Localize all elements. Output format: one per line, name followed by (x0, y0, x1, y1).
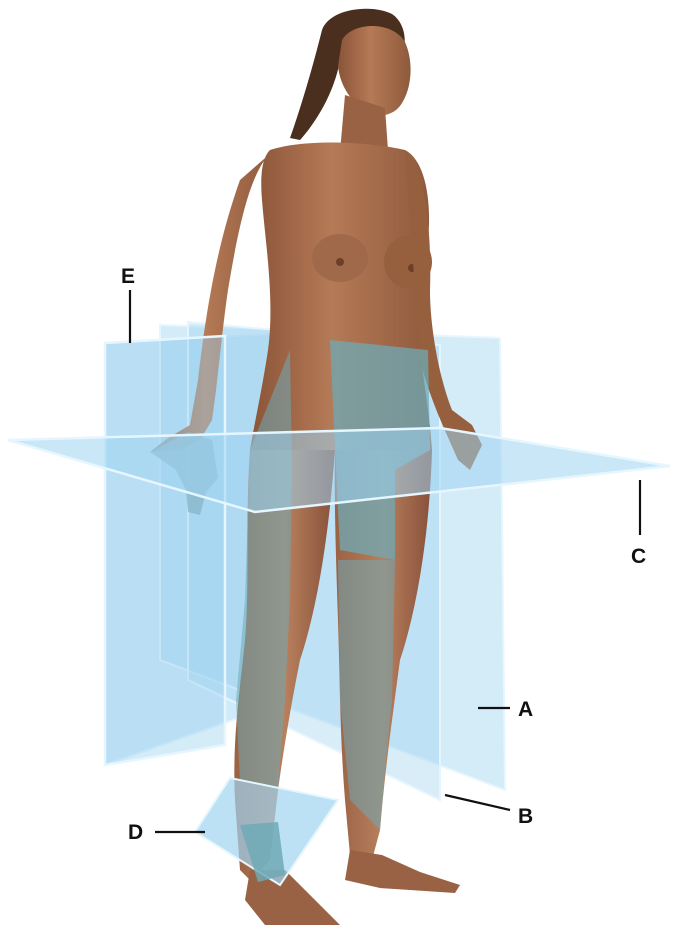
label-a: A (518, 699, 533, 720)
label-d: D (128, 822, 143, 843)
plane-e-front (105, 336, 225, 765)
leader-b (445, 795, 510, 810)
label-e: E (121, 266, 135, 287)
foot-left (345, 850, 460, 893)
label-c: C (631, 546, 646, 567)
label-b: B (518, 806, 533, 827)
